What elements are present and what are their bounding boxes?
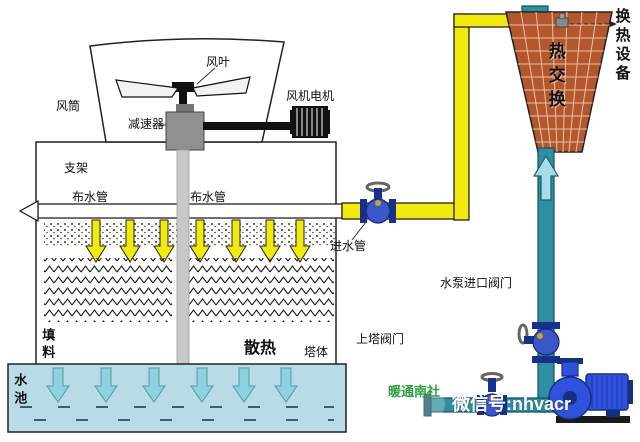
pump-icon [548,358,633,423]
distribution-pipe [18,199,343,223]
label-heat-equipment: 换热设备 [613,8,631,84]
fill-material [44,258,334,322]
pump-inlet-valve-icon [477,372,507,417]
label-up-tower-valve: 上塔阀门 [356,332,405,346]
label-heat-exchange: 热交换 [545,42,565,114]
label-support: 支架 [64,161,89,175]
label-air-duct: 风筒 [56,99,81,113]
label-inlet-pipe: 进水管 [330,239,367,253]
spray-zone [44,222,336,246]
motor-icon [203,106,330,138]
gearbox-icon [165,104,205,151]
fan-icon [115,76,251,116]
tower-valve-icon [517,322,560,363]
label-water-pipe-left: 布水管 [72,190,109,204]
spray-arrows [85,219,311,263]
label-fill: 填料 [40,328,56,362]
label-fan-motor: 风机电机 [286,89,335,103]
flow-up-arrow [532,154,560,201]
vent-valve-icon [555,12,617,28]
label-pool: 水池 [12,373,28,409]
label-reducer: 减速器 [128,117,165,131]
label-heat-dissipation: 散热 [244,340,277,357]
label-water-pipe-right: 布水管 [190,190,227,204]
label-fan-blade: 风叶 [206,55,231,69]
watermark-white: 微信号:nhvacr [452,394,572,414]
pool-arrows [46,367,298,403]
watermark-green: 暖通南社 [388,384,441,399]
inlet-valve-icon [360,181,396,224]
watermark-logo [415,389,445,419]
leader-lines [157,67,367,241]
label-pump-inlet-valve: 水泵进口阀门 [440,276,513,290]
label-tower-body: 塔体 [304,345,329,359]
drive-shaft [176,149,190,389]
